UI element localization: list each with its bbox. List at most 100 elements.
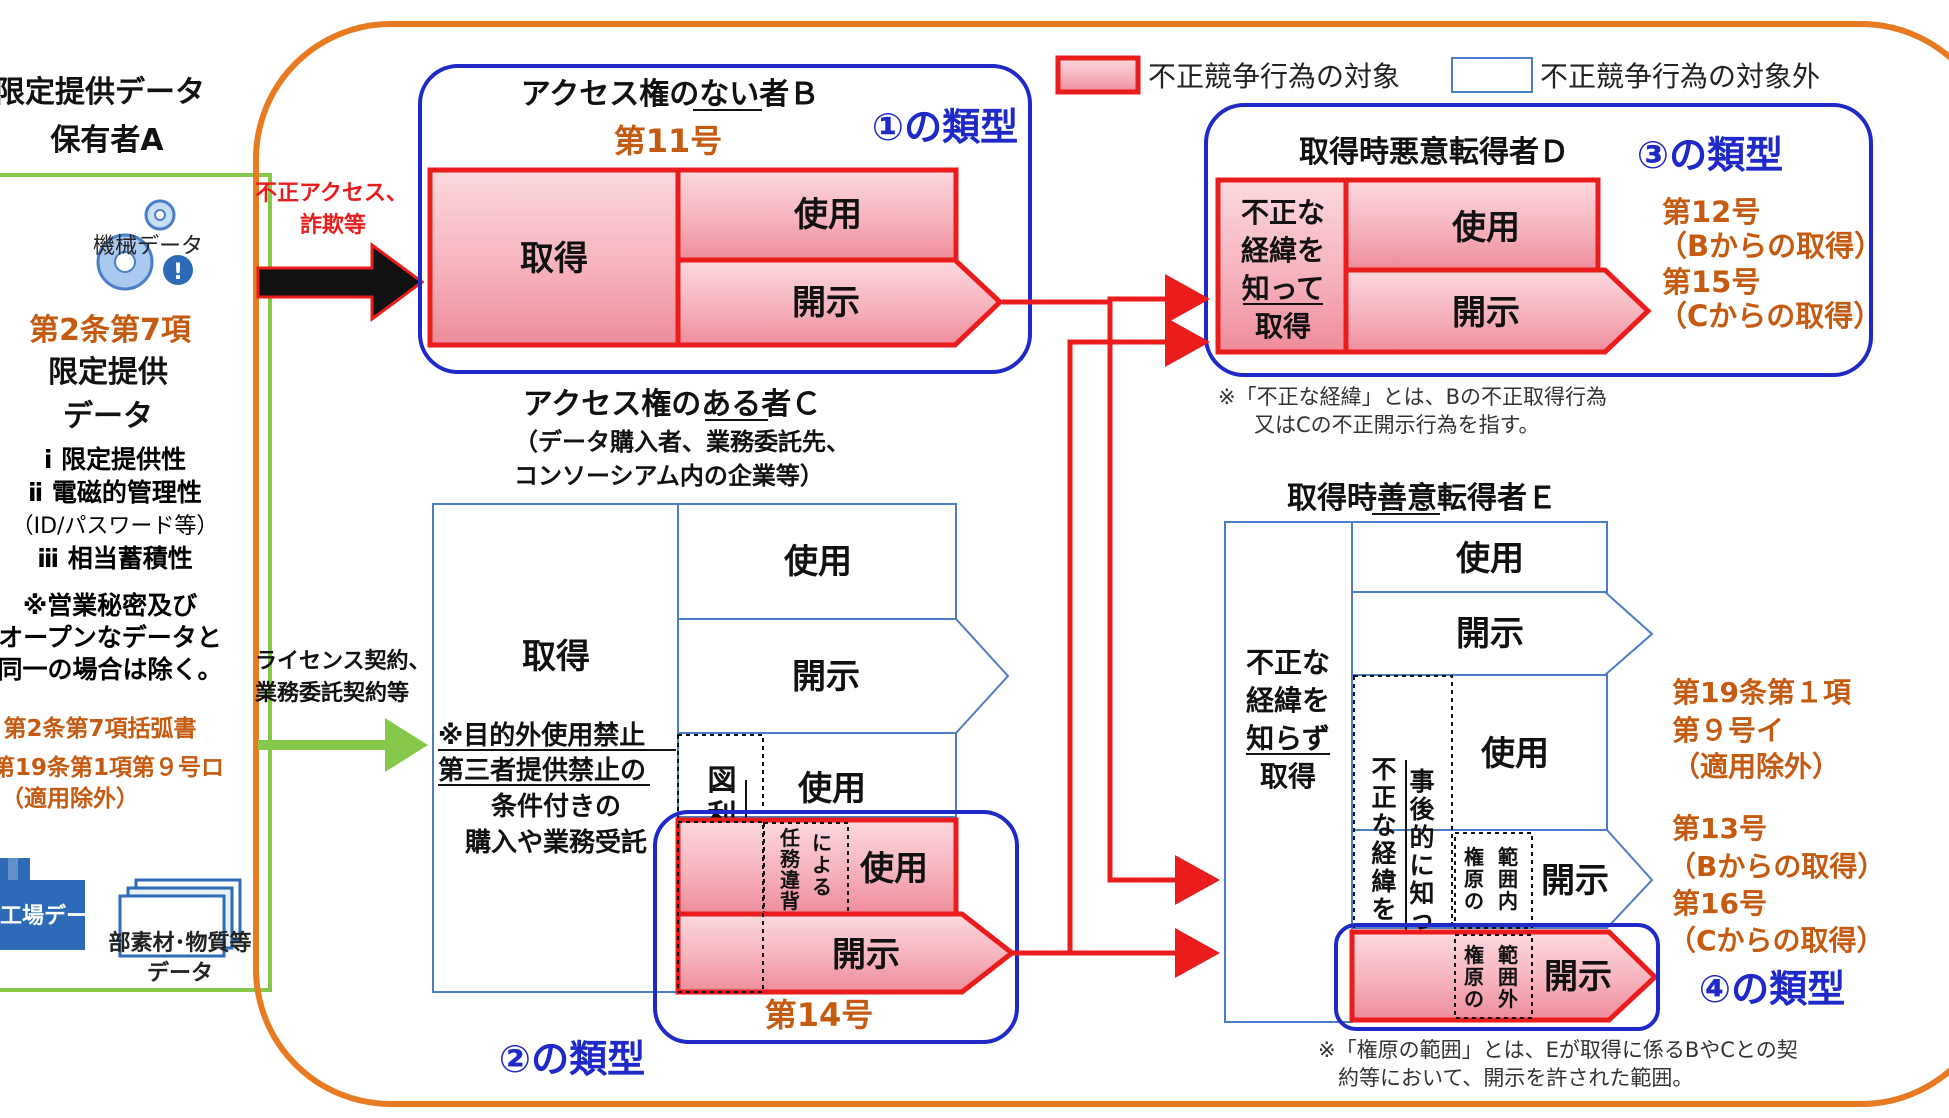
- person-b-article: 第11号: [614, 122, 723, 160]
- svg-text:っ: っ: [1409, 905, 1434, 934]
- holder-a-clause: 第2条第7項: [29, 313, 192, 348]
- e-authority-outside-text: 権 原 の 範 囲 外: [1464, 943, 1518, 1011]
- svg-text:に: に: [812, 831, 832, 855]
- duty-text: 任 務 違 背 に よ る: [779, 826, 832, 913]
- e-outside-disclose-cell: [1349, 929, 1659, 1023]
- e-within-disclose-cell: [1351, 829, 1654, 929]
- c-condition-3: 条件付きの: [491, 792, 621, 822]
- e-unknowing-text: 不正な 経緯を 知らず 取得: [1246, 646, 1330, 793]
- d-disclose-label: 開示: [1452, 293, 1520, 333]
- materials-line1: 部素材･物質等: [108, 930, 251, 956]
- svg-text:範: 範: [1498, 943, 1518, 967]
- svg-text:務: 務: [780, 847, 801, 871]
- svg-text:経: 経: [1371, 839, 1397, 868]
- red-connector-arrows: [1002, 274, 1220, 978]
- requirement-2: ⅱ 電磁的管理性: [28, 478, 202, 507]
- type3-label: ③の類型: [1637, 133, 1783, 177]
- svg-text:範: 範: [1498, 845, 1518, 869]
- e-outside-disclose-label: 開示: [1544, 957, 1612, 997]
- svg-text:緯: 緯: [1371, 867, 1396, 896]
- e-authority-within-text: 権 原 の 範 囲 内: [1464, 845, 1518, 913]
- b-acquire-label: 取得: [520, 239, 588, 279]
- illegal-access-line1: 不正アクセス、: [255, 181, 408, 206]
- c-red-use-label: 使用: [859, 849, 928, 889]
- term-line2: データ: [63, 399, 153, 434]
- paren-clause: 第2条第7項括弧書: [3, 715, 196, 742]
- e-later-use-cell: [1351, 674, 1608, 831]
- license-line2: 業務委託契約等: [255, 680, 409, 706]
- svg-text:的: 的: [1409, 823, 1434, 852]
- svg-text:取得: 取得: [1260, 760, 1316, 793]
- c-condition-2: 第三者提供禁止の: [438, 755, 646, 786]
- materials-line2: データ: [147, 960, 213, 986]
- svg-text:経緯を: 経緯を: [1246, 684, 1330, 717]
- d-footnote-line2: 又はCの不正開示行為を指す。: [1254, 413, 1540, 437]
- d-knowing-cell: [1215, 177, 1349, 355]
- svg-text:第15号: 第15号: [1662, 265, 1760, 299]
- factory-icon: [0, 858, 85, 950]
- person-b-title: アクセス権のない者Ｂ: [521, 77, 820, 112]
- svg-text:知: 知: [1409, 879, 1434, 908]
- machine-data-label: 機械データ: [93, 234, 203, 259]
- b-use-label: 使用: [793, 195, 862, 235]
- c-lower-use-label: 使用: [797, 769, 866, 809]
- svg-text:（Cからの取得）: （Cからの取得）: [1668, 924, 1885, 957]
- holder-a-title-line2: 保有者A: [50, 123, 164, 158]
- c-purpose-column-overlay: [677, 821, 764, 993]
- svg-text:（Cからの取得）: （Cからの取得）: [1658, 299, 1882, 333]
- person-c-article: 第14号: [765, 996, 874, 1034]
- svg-text:知って: 知って: [1242, 272, 1325, 305]
- holder-a-panel: [0, 173, 272, 992]
- d-use-label: 使用: [1451, 208, 1520, 248]
- documents-icon: [118, 878, 242, 958]
- svg-text:正: 正: [1371, 783, 1396, 812]
- gear-icon: !: [96, 199, 193, 291]
- b-to-e-arrow: [1107, 302, 1220, 905]
- type4-outline: [1334, 923, 1660, 1031]
- requirement-3: ⅲ 相当蓄積性: [37, 544, 193, 573]
- svg-text:を: を: [1371, 895, 1396, 924]
- person-c-title: アクセス権のある者Ｃ: [523, 387, 822, 422]
- svg-text:取得: 取得: [1255, 310, 1311, 343]
- svg-text:不正な: 不正な: [1246, 646, 1330, 679]
- svg-text:背: 背: [780, 889, 800, 913]
- c-condition-4: 購入や業務受託: [465, 827, 647, 858]
- requirement-1: ⅰ 限定提供性: [44, 445, 186, 474]
- type4-label: ④の類型: [1699, 967, 1845, 1011]
- requirement-2-note: （ID/パスワード等）: [12, 514, 219, 539]
- legend-in-scope-label: 不正競争行為の対象: [1148, 60, 1400, 93]
- svg-text:外: 外: [1498, 987, 1518, 1011]
- svg-text:任: 任: [779, 826, 800, 850]
- person-c-sub2: コンソーシアム内の企業等）: [514, 462, 824, 490]
- b-disclose-label: 開示: [792, 283, 860, 323]
- type2-outline: [653, 810, 1019, 1044]
- svg-text:事: 事: [1409, 767, 1434, 796]
- type2-label: ②の類型: [499, 1037, 645, 1081]
- svg-text:第12号: 第12号: [1662, 195, 1760, 229]
- svg-text:な: な: [1371, 811, 1396, 840]
- main-orange-frame: [253, 21, 1949, 1107]
- svg-text:第９号イ: 第９号イ: [1672, 714, 1784, 747]
- svg-text:権: 権: [1464, 845, 1484, 869]
- svg-text:知らず: 知らず: [1246, 722, 1329, 755]
- svg-text:の: の: [1464, 889, 1484, 913]
- d-use-cell: [1343, 177, 1601, 273]
- svg-text:第13号: 第13号: [1672, 812, 1767, 845]
- exclusion-line2: オープンなデータと: [0, 623, 222, 652]
- svg-text:に: に: [1409, 851, 1434, 880]
- svg-text:囲: 囲: [1498, 965, 1518, 989]
- c-disclose-cell: [677, 618, 1010, 734]
- svg-text:よ: よ: [812, 853, 832, 877]
- person-e-title: 取得時善意転得者Ｅ: [1287, 481, 1557, 516]
- svg-text:図: 図: [707, 763, 736, 797]
- svg-text:第19条第１項: 第19条第１項: [1672, 676, 1852, 709]
- svg-text:後: 後: [1409, 795, 1435, 824]
- svg-text:権: 権: [1464, 943, 1484, 967]
- holder-a-art19-line1: 第19条第1項第９号ロ: [0, 754, 224, 781]
- exclusion-line1: ※営業秘密及び: [23, 591, 197, 620]
- svg-text:（適用除外）: （適用除外）: [1672, 750, 1840, 783]
- factory-data-label: 工場データ: [0, 903, 110, 929]
- c-acquire-cell: [432, 503, 679, 993]
- term-line1: 限定提供: [48, 355, 168, 390]
